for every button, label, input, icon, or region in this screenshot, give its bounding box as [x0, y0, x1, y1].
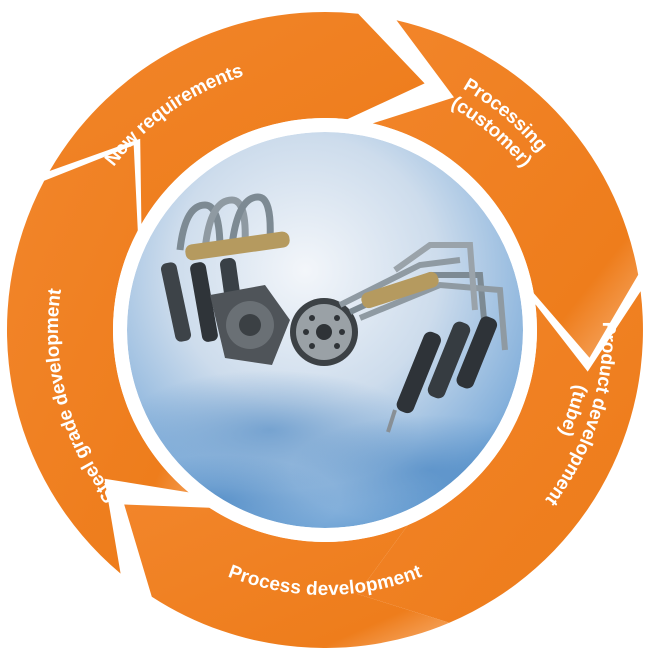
- segment-processing-customer: [372, 20, 639, 358]
- segment-steel-grade-development: [6, 145, 189, 574]
- ring-segments: [6, 11, 643, 648]
- segment-new-requirements: [49, 11, 425, 225]
- segment-product-development-tube: [357, 291, 643, 623]
- segment-process-development: [124, 504, 450, 648]
- gear-render: [290, 298, 358, 366]
- fuel-rail-right-render: [338, 242, 508, 433]
- fuel-rail-left-render: [160, 193, 290, 365]
